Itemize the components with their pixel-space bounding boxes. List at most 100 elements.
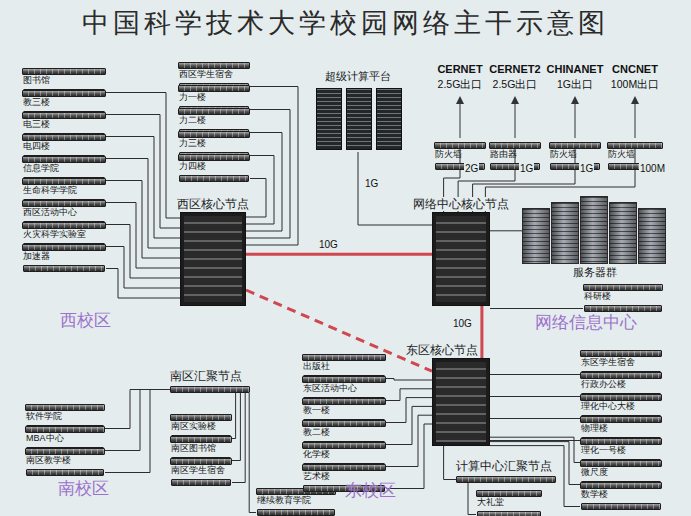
device-label: 化学楼 (303, 449, 330, 460)
switch-device: 南区教学楼 (25, 448, 105, 455)
switch-device: MBA中心 (25, 426, 105, 433)
device-label: 力二楼 (179, 115, 206, 126)
device-label: 教三楼 (23, 97, 50, 108)
network-link (105, 390, 170, 473)
device-label: 南区教学楼 (26, 455, 71, 466)
link-speed: 100M (639, 163, 666, 175)
device-label: 理化中心大楼 (581, 401, 635, 412)
device-label: 信息学院 (23, 163, 59, 174)
network-link (246, 133, 282, 232)
link-speed: 10G (318, 239, 339, 251)
device-label: 东区活动中心 (303, 383, 357, 394)
switch-device: 信息学院 (22, 156, 106, 163)
network-link (386, 398, 432, 423)
device-label: 西区活动中心 (23, 207, 77, 218)
exit-arrow (575, 100, 576, 138)
network-link (444, 446, 456, 480)
core-switch: 网络中心核心节点 (432, 212, 490, 306)
switch-device: 教一楼 (302, 398, 386, 405)
device-label: 电三楼 (23, 119, 50, 130)
device-body (257, 509, 335, 516)
region-label: 东校区 (345, 480, 396, 501)
network-link (490, 374, 580, 375)
device-label: 路由器 (490, 149, 517, 160)
switch-device: 出版社 (302, 354, 386, 361)
switch-device: 西区学生宿舍 (178, 62, 250, 69)
node-heading: 西区核心节点 (175, 197, 251, 211)
aggregation-switch: 南区汇聚节点 (170, 366, 250, 393)
rack-cabinet (376, 88, 402, 150)
region-label: 南校区 (58, 478, 109, 499)
device-label: 数学楼 (581, 489, 608, 500)
switch-device: 东区活动中心 (302, 376, 386, 383)
device-label: 电四楼 (23, 141, 50, 152)
exit-label: CERNET (437, 62, 482, 76)
network-link (106, 269, 180, 299)
device-label: 南区汇聚节点 (170, 369, 242, 383)
device-label: 生命科学学院 (23, 185, 77, 196)
switch-device: 防火墙 (434, 142, 486, 149)
switch-device: 西区活动中心 (22, 200, 106, 207)
backbone-link (480, 306, 483, 358)
server-cabinet (522, 208, 550, 264)
network-link (232, 393, 240, 461)
device-label: 火灾科学实验室 (23, 229, 86, 240)
switch-device: 南区实验楼 (170, 414, 232, 421)
network-link (232, 393, 245, 483)
switch-device: 力一楼 (178, 85, 250, 92)
switch-device: 教三楼 (22, 90, 106, 97)
network-link (105, 390, 170, 451)
device-label: 力三楼 (179, 138, 206, 149)
device-body (456, 476, 556, 483)
switch-device: 火灾科学实验室 (22, 222, 106, 229)
network-link (106, 225, 180, 279)
switch-device: 南区学生宿舍 (170, 458, 232, 465)
node-heading: 网络中心核心节点 (411, 197, 511, 211)
device-body (179, 175, 249, 182)
device-label: 南区图书馆 (171, 443, 216, 454)
cluster-label: 服务器群 (522, 266, 667, 279)
switch-device: 图书馆 (22, 68, 106, 75)
switch-device: 大礼堂 (476, 490, 542, 497)
device-label: 软件学院 (26, 411, 62, 422)
device-label: MBA中心 (26, 433, 64, 444)
switch-device: 数学楼 (580, 482, 662, 489)
device-body (171, 479, 231, 486)
device-label: 南区学生宿舍 (171, 465, 225, 476)
network-link (490, 437, 580, 462)
network-link (105, 390, 170, 429)
server-cabinet (551, 202, 579, 264)
rack-cabinet (316, 88, 342, 150)
switch-device: 生命科学学院 (22, 178, 106, 185)
switch-device: 理化一号楼 (580, 438, 662, 445)
device-label: 理化一号楼 (581, 445, 626, 456)
switch-device: 力三楼 (178, 131, 250, 138)
switch-device: 加速器 (22, 244, 106, 251)
network-link (468, 483, 476, 515)
network-link (490, 396, 580, 397)
supercomputer-racks: 超级计算平台 (312, 70, 404, 152)
switch-device: 化学楼 (302, 442, 386, 449)
backbone-link (246, 253, 432, 256)
network-link (106, 159, 180, 249)
switch-device: 教二楼 (302, 420, 386, 427)
network-link (246, 156, 274, 225)
device-label: 南区实验楼 (171, 421, 216, 432)
device-label: 物理楼 (581, 423, 608, 434)
network-link (106, 93, 180, 219)
device-body (26, 469, 104, 476)
switch-device: 东区学生宿舍 (580, 350, 662, 357)
device-label: 科研楼 (584, 291, 611, 302)
device-label: 出版社 (303, 361, 330, 372)
switch-device: 力二楼 (178, 108, 250, 115)
device-label: 行政办公楼 (581, 379, 626, 390)
network-link (490, 418, 580, 419)
device-label: 防火墙 (550, 149, 577, 160)
device-body (584, 305, 662, 312)
device-label: 微尺度 (581, 467, 608, 478)
switch-device: 艺术楼 (302, 464, 386, 471)
link-speed: 10G (452, 318, 473, 330)
network-link (490, 308, 583, 309)
server-cabinet (580, 196, 608, 264)
exit-label: CHINANET (547, 62, 604, 76)
